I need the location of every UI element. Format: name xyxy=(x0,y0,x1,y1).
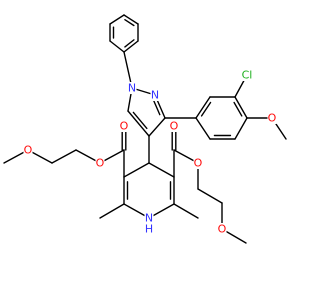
pyrazole-bond xyxy=(148,117,166,137)
methyl-bond xyxy=(173,203,199,219)
phenyl-bond xyxy=(123,40,139,53)
atom-label-background xyxy=(193,157,203,169)
ethyl-bond xyxy=(197,188,223,204)
atom-label-o-ether-right: O xyxy=(218,223,227,236)
atom-label-o-carbonyl-left: O xyxy=(120,120,129,133)
atom-label-o-ester-left: O xyxy=(96,157,105,170)
atom-label-background xyxy=(150,89,160,101)
atom-label-nh-hydrogen: H xyxy=(145,223,153,236)
aryl-bond xyxy=(195,117,211,140)
atom-label-o-methoxy-ar: O xyxy=(268,112,277,125)
atom-label-background xyxy=(169,120,179,132)
ethyl-bond xyxy=(51,149,77,164)
atom-label-o-carbonyl-right: O xyxy=(170,120,179,133)
aryl-double-bond xyxy=(233,101,243,117)
atom-label-n-pyrazole-1: N xyxy=(128,82,136,95)
pyrazole-bond xyxy=(127,110,150,137)
atom-label-o-ester-right: O xyxy=(194,157,203,170)
atom-label-background xyxy=(144,223,154,235)
phenyl-bond xyxy=(109,40,125,53)
bonds-layer xyxy=(3,14,287,244)
atom-label-cl: Cl xyxy=(242,69,253,82)
phenyl-double-bond xyxy=(124,19,135,27)
atom-label-background xyxy=(95,157,105,169)
pyrazole-double-bond xyxy=(152,99,161,116)
phenyl-bond xyxy=(109,14,125,25)
phenyl-double-bond xyxy=(124,39,135,48)
dhp-bond xyxy=(123,162,150,178)
aryl-bond xyxy=(195,96,211,119)
aryl-bond xyxy=(234,96,248,119)
pyrazole-double-bond xyxy=(132,111,148,130)
atom-label-background xyxy=(267,112,277,124)
dhp-bond xyxy=(148,162,175,178)
atom-label-background xyxy=(127,82,137,94)
atom-label-background xyxy=(119,120,129,132)
atom-label-n-pyrazole-2: N xyxy=(151,89,159,102)
atom-label-background xyxy=(217,223,227,235)
atom-label-background xyxy=(239,69,255,81)
aryl-double-bond xyxy=(200,101,212,117)
atom-label-nh-dihydropyridine: N xyxy=(145,212,153,225)
phenyl-bond xyxy=(123,14,139,25)
atom-label-background xyxy=(23,144,33,156)
atom-label-background xyxy=(144,212,154,224)
atom-label-o-ether-left: O xyxy=(24,144,33,157)
aryl-bond xyxy=(234,117,248,140)
methyl-bond xyxy=(99,203,125,219)
